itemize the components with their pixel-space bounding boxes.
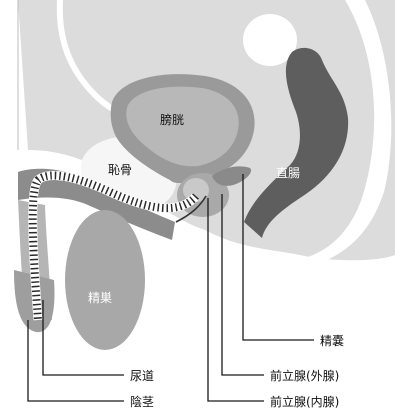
prostate-outer-label: 前立腺(外腺) [270,368,339,383]
prostate-inner-label: 前立腺(内腺) [270,394,339,408]
bladder-label: 膀胱 [160,112,184,127]
seminal-vesicle-label: 精嚢 [320,333,344,348]
rectum-label: 直腸 [276,166,300,180]
testis-label: 精巣 [88,291,112,305]
urethra-label: 尿道 [130,369,154,383]
testis [65,210,145,350]
penis-label: 陰茎 [130,395,154,408]
pubic-bone-label: 恥骨 [108,163,132,177]
